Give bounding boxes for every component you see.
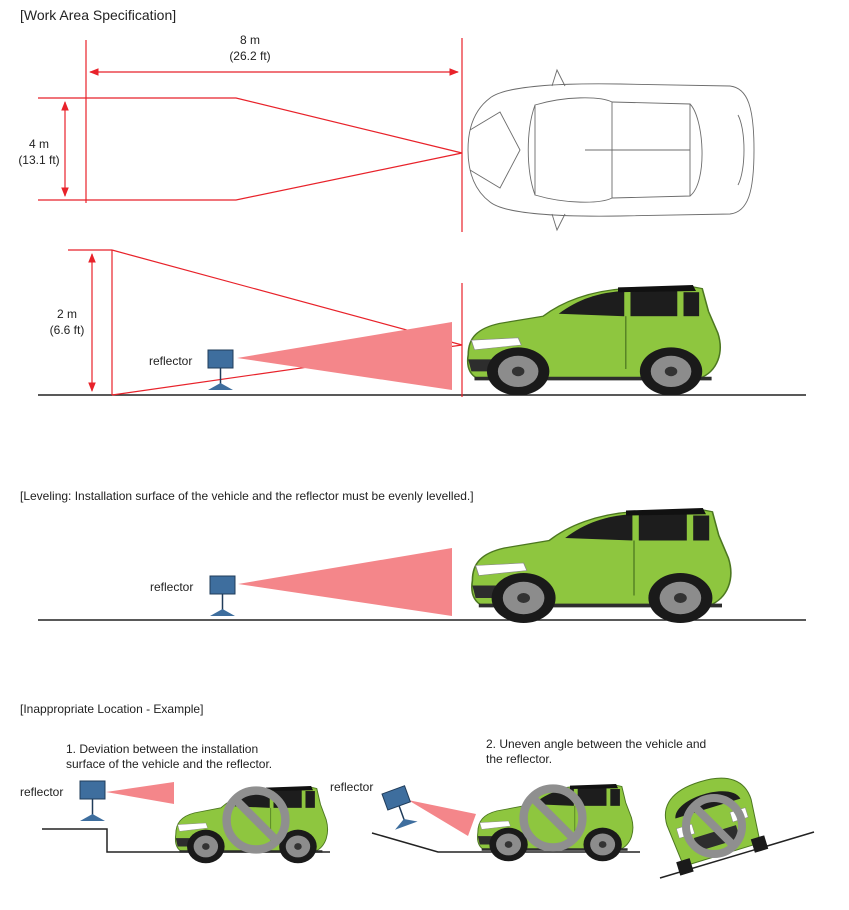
side-view-diagram [38,249,806,397]
height-meters: 2 m [56,307,77,321]
width-meters: 4 m [28,137,49,151]
length-feet: (26.2 ft) [229,49,271,63]
example2-diagram [371,777,815,879]
height-feet: (6.6 ft) [49,323,85,337]
reflector-label: reflector [149,354,193,368]
section-title-work-area: [Work Area Specification] [20,7,177,23]
example1-diagram [42,780,330,865]
length-meters: 8 m [239,33,260,47]
example2-caption-line2: the reflector. [486,752,553,766]
reflector-label: reflector [150,580,194,594]
car-side [468,285,720,395]
width-feet: (13.1 ft) [18,153,60,167]
example2-caption-line1: 2. Uneven angle between the vehicle and [486,737,707,751]
reflector-label: reflector [330,780,374,794]
reflector-example2 [381,785,418,830]
reflector-side [207,349,234,391]
reflector-example1 [79,780,106,822]
example1-caption-line2: surface of the vehicle and the reflector… [66,757,273,771]
leveling-diagram [38,508,806,623]
top-view-diagram [38,38,755,232]
reflector-leveling [209,575,236,617]
car-outline-top-view [467,68,755,232]
reflector-label: reflector [20,785,64,799]
section-title-inappropriate: [Inappropriate Location - Example] [20,702,204,716]
section-title-leveling: [Leveling: Installation surface of the v… [20,489,474,503]
example1-caption-line1: 1. Deviation between the installation [66,742,259,756]
car-leveling [472,508,731,623]
